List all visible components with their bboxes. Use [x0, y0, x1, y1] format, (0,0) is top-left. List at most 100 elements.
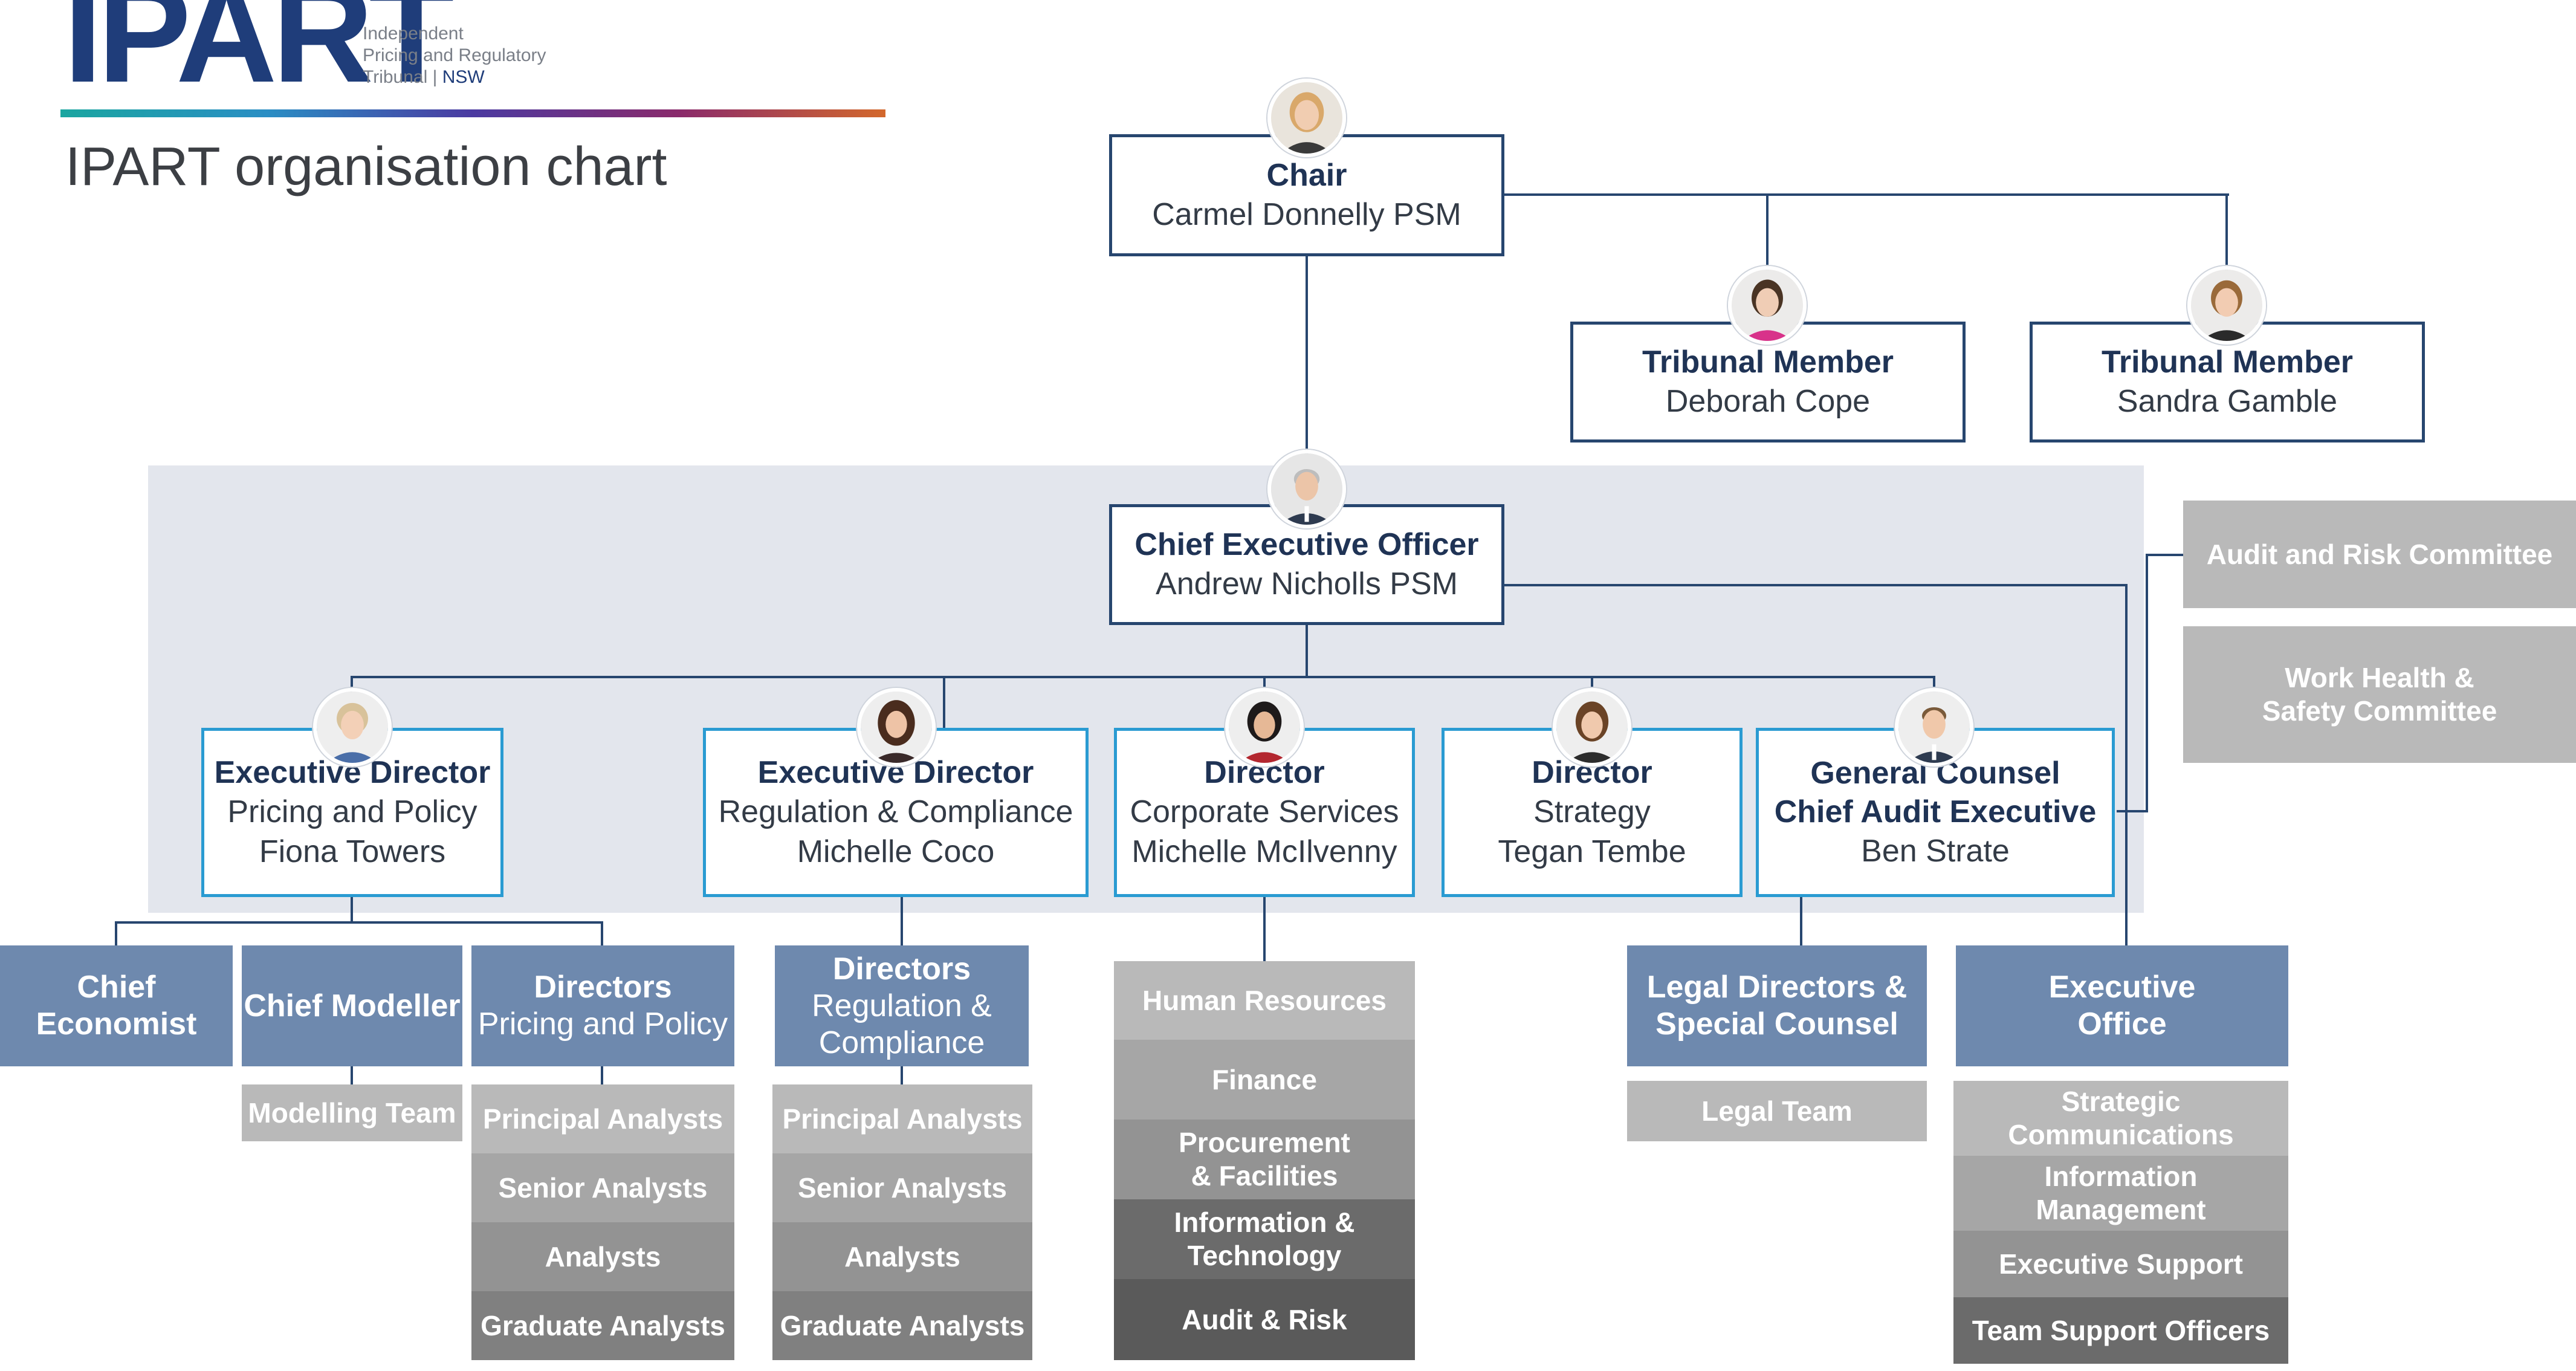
modelling-team-tile: Modelling Team — [242, 1084, 462, 1141]
exec-unit-label: Strategic — [2061, 1086, 2181, 1117]
ed-regulation-name: Michelle Coco — [797, 834, 995, 869]
exec-unit-label: Team Support Officers — [1972, 1314, 2270, 1346]
dir-corporate-name: Michelle McIlvenny — [1131, 834, 1397, 869]
legal-team-label: Legal Team — [1701, 1095, 1853, 1127]
chair-name: Carmel Donnelly PSM — [1152, 197, 1461, 232]
directors-regulation-title: Directors — [832, 951, 971, 987]
corporate-unit-label: Finance — [1212, 1063, 1317, 1095]
ipart-logo: IPART — [63, 0, 455, 112]
member2-avatar — [2187, 266, 2266, 345]
ceo-role: Chief Executive Officer — [1134, 527, 1479, 562]
exec-team-support-officers: Team Support Officers — [1953, 1297, 2288, 1364]
gc-role-2: Chief Audit Executive — [1774, 794, 2097, 829]
modelling-team-label: Modelling Team — [248, 1097, 456, 1129]
exec-executive-support: Executive Support — [1953, 1231, 2288, 1297]
exec-unit-label: Information — [2044, 1161, 2198, 1192]
chair-box: Chair Carmel Donnelly PSM — [1109, 134, 1504, 256]
line-pricing-levels — [601, 1066, 603, 1084]
legal-team-tile: Legal Team — [1627, 1081, 1927, 1141]
dir-corporate-avatar — [1225, 688, 1304, 767]
executive-office-line-1: Executive — [2048, 970, 2196, 1005]
regulation-analysts: Analysts — [772, 1222, 1032, 1291]
corporate-audit-risk: Audit & Risk — [1114, 1279, 1415, 1360]
pricing-analysts: Analysts — [471, 1222, 734, 1291]
pricing-senior-analysts: Senior Analysts — [471, 1153, 734, 1222]
audit-risk-committee: Audit and Risk Committee — [2183, 501, 2576, 608]
whs-committee-line-1: Work Health & — [2285, 662, 2474, 693]
member2-role: Tribunal Member — [2101, 345, 2354, 380]
corporate-unit-label: Information & — [1174, 1207, 1355, 1238]
member1-role: Tribunal Member — [1642, 345, 1894, 380]
member2-name: Sandra Gamble — [2117, 384, 2338, 419]
regulation-level-label: Graduate Analysts — [780, 1309, 1025, 1341]
ceo-box: Chief Executive Officer Andrew Nicholls … — [1109, 504, 1504, 625]
directors-regulation-sub-2: Compliance — [818, 1025, 985, 1060]
chief-economist-line-1: Chief — [77, 970, 156, 1005]
dir-strategy-area: Strategy — [1533, 794, 1651, 829]
line-directors-regulation — [901, 897, 903, 945]
regulation-principal-analysts: Principal Analysts — [772, 1084, 1032, 1153]
line-committee-bottom — [2117, 810, 2148, 812]
line-ed-regulation — [943, 676, 945, 728]
dir-strategy-avatar — [1553, 688, 1631, 767]
chief-economist-tile: Chief Economist — [0, 945, 233, 1066]
dir-corporate-area: Corporate Services — [1130, 794, 1399, 829]
pricing-level-label: Graduate Analysts — [481, 1309, 725, 1341]
regulation-level-label: Principal Analysts — [782, 1103, 1023, 1135]
corporate-procurement: Procurement & Facilities — [1114, 1120, 1415, 1199]
exec-unit-label: Management — [2036, 1194, 2206, 1225]
ceo-avatar — [1267, 450, 1346, 528]
logo-subtitle-line-1: Independent — [363, 24, 464, 44]
directors-pricing-sub: Pricing and Policy — [477, 1006, 728, 1042]
corporate-unit-label: Technology — [1187, 1240, 1342, 1271]
directors-pricing-title: Directors — [534, 970, 672, 1005]
line-exec-office-down — [2125, 584, 2128, 947]
exec-information-management: Information Management — [1953, 1156, 2288, 1231]
ed-regulation-area: Regulation & Compliance — [718, 794, 1073, 829]
ed-pricing-name: Fiona Towers — [259, 834, 446, 869]
audit-risk-committee-label: Audit and Risk Committee — [2206, 538, 2553, 570]
chair-avatar — [1267, 79, 1346, 157]
ceo-name: Andrew Nicholls PSM — [1156, 566, 1458, 601]
logo-subtitle-line-3: Tribunal | NSW — [363, 67, 485, 87]
regulation-graduate-analysts: Graduate Analysts — [772, 1291, 1032, 1360]
line-regulation-levels — [901, 1066, 903, 1084]
executive-office-line-2: Office — [2077, 1006, 2167, 1042]
chief-modeller-label: Chief Modeller — [244, 988, 461, 1023]
executive-office-tile: Executive Office — [1956, 945, 2288, 1066]
corporate-unit-label: Procurement — [1179, 1127, 1350, 1158]
corporate-unit-label: & Facilities — [1191, 1160, 1338, 1191]
line-committee-vertical — [2146, 554, 2148, 812]
line-modelling-team — [351, 1066, 353, 1084]
pricing-level-label: Senior Analysts — [498, 1172, 708, 1204]
logo-nsw: NSW — [442, 67, 485, 87]
directors-regulation-sub-1: Regulation & — [812, 988, 992, 1023]
line-chief-economist — [115, 921, 117, 945]
corporate-unit-label: Human Resources — [1142, 984, 1387, 1016]
regulation-level-label: Senior Analysts — [798, 1172, 1007, 1204]
whs-committee-line-2: Safety Committee — [2262, 695, 2497, 727]
line-legal-directors — [1800, 897, 1802, 945]
gc-name: Ben Strate — [1861, 834, 2010, 869]
corporate-human-resources: Human Resources — [1114, 961, 1415, 1040]
logo-subtitle-line-2: Pricing and Regulatory — [363, 45, 546, 65]
dir-strategy-name: Tegan Tembe — [1498, 834, 1686, 869]
directors-regulation-tile: Directors Regulation & Compliance — [775, 945, 1029, 1066]
whs-committee: Work Health & Safety Committee — [2183, 626, 2576, 763]
corporate-unit-label: Audit & Risk — [1182, 1303, 1347, 1335]
line-member2 — [2225, 193, 2228, 322]
legal-directors-tile: Legal Directors & Special Counsel — [1627, 945, 1927, 1066]
exec-strategic-communications: Strategic Communications — [1953, 1081, 2288, 1156]
line-committee-top — [2146, 554, 2183, 556]
legal-directors-line-1: Legal Directors & — [1646, 970, 1908, 1005]
exec-unit-label: Communications — [2008, 1119, 2234, 1150]
line-directors-pricing — [601, 921, 603, 945]
page-title: IPART organisation chart — [65, 137, 667, 197]
line-member1 — [1766, 193, 1769, 322]
line-ceo-exec-office — [1504, 584, 2128, 586]
line-pricing-down — [351, 897, 353, 924]
line-directors-bus — [351, 676, 1935, 678]
chief-economist-line-2: Economist — [36, 1006, 197, 1042]
logo-gradient-bar — [60, 109, 885, 117]
regulation-level-label: Analysts — [844, 1240, 960, 1272]
